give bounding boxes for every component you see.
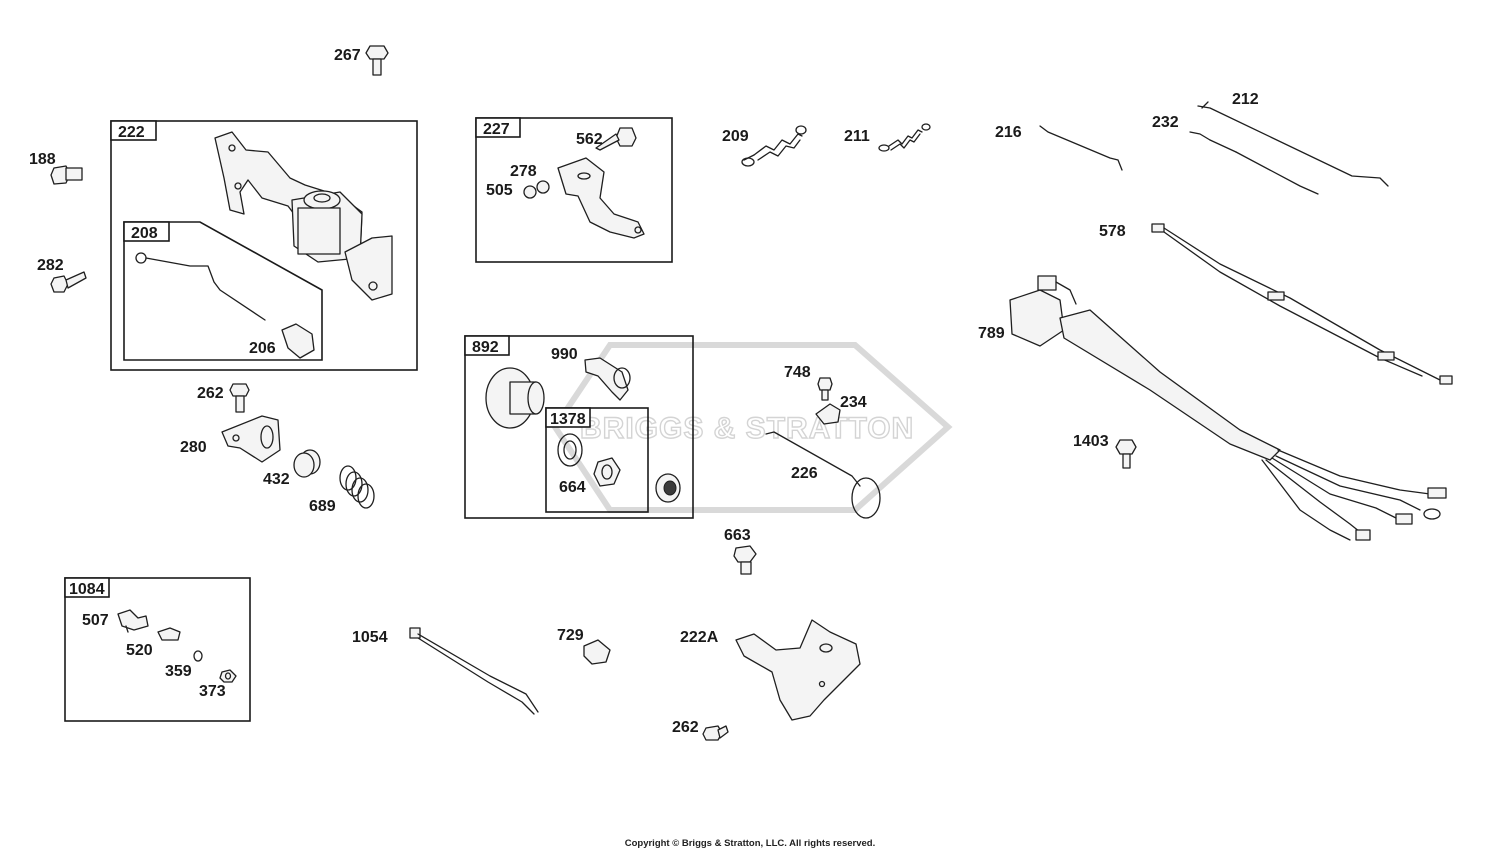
group-box-1378: 1378 <box>545 407 649 513</box>
callout-267: 267 <box>334 47 361 64</box>
spring-232-part <box>1189 131 1319 195</box>
wire-578-part <box>1151 223 1453 385</box>
callout-212: 212 <box>1232 91 1259 108</box>
callout-520: 520 <box>126 642 153 659</box>
bolt-262-part <box>229 383 250 413</box>
callout-262-lower: 262 <box>672 719 699 736</box>
callout-507: 507 <box>82 612 109 629</box>
cable-tie-1054-part <box>409 627 539 715</box>
watermark-logo: BRIGGS & STRATTON <box>551 342 953 513</box>
group-label-208: 208 <box>131 225 158 242</box>
nut-373-part <box>219 669 237 683</box>
callout-1054: 1054 <box>352 629 388 646</box>
callout-222A: 222A <box>680 629 719 646</box>
screw-748-part <box>817 377 833 401</box>
watermark-text: BRIGGS & STRATTON <box>580 412 914 445</box>
callout-282: 282 <box>37 257 64 274</box>
group-box-208: 208 <box>123 221 323 361</box>
cable-226-part <box>765 431 881 519</box>
spring-689-part <box>339 465 375 509</box>
group-label-892: 892 <box>472 339 499 356</box>
group-box-1084: 1084 <box>64 577 251 722</box>
bolt-663-part <box>733 545 757 575</box>
rod-216-part <box>1039 125 1123 171</box>
callout-689: 689 <box>309 498 336 515</box>
lock-washer-part <box>557 433 621 487</box>
callout-562: 562 <box>576 131 603 148</box>
callout-578: 578 <box>1099 223 1126 240</box>
callout-789: 789 <box>978 325 1005 342</box>
grommet-part <box>655 473 681 503</box>
callout-663: 663 <box>724 527 751 544</box>
clip-729-part <box>583 639 611 665</box>
callout-432: 432 <box>263 471 290 488</box>
bolt-267-part <box>365 45 389 76</box>
bushing-432-part <box>293 449 321 478</box>
callout-206: 206 <box>249 340 276 357</box>
bracket-222A-part <box>735 619 861 721</box>
terminal-520-part <box>157 627 181 641</box>
callout-1403: 1403 <box>1073 433 1109 450</box>
harness-789-part <box>1009 275 1447 541</box>
group-box-892: 892 <box>464 335 694 519</box>
control-bracket-part <box>214 131 393 301</box>
callout-232: 232 <box>1152 114 1179 131</box>
bracket-280-part <box>221 415 281 463</box>
group-label-1084: 1084 <box>69 581 105 598</box>
spring-211-part <box>878 123 931 152</box>
throttle-bracket-part <box>523 127 645 239</box>
switch-507-part <box>117 609 149 633</box>
callout-664: 664 <box>559 479 586 496</box>
ignition-switch-part <box>485 357 631 429</box>
group-label-222: 222 <box>118 124 145 141</box>
callout-211: 211 <box>844 128 870 145</box>
callout-209: 209 <box>722 128 749 145</box>
bolt-262-lower-part <box>702 725 729 741</box>
spring-209-part <box>741 125 807 167</box>
callout-729: 729 <box>557 627 584 644</box>
callout-280: 280 <box>180 439 207 456</box>
callout-226: 226 <box>791 465 818 482</box>
callout-373: 373 <box>199 683 226 700</box>
group-box-227: 227 <box>475 117 673 263</box>
callout-262-upper: 262 <box>197 385 224 402</box>
bolt-188-part <box>50 165 83 185</box>
callout-748: 748 <box>784 364 811 381</box>
callout-990: 990 <box>551 346 578 363</box>
callout-505: 505 <box>486 182 513 199</box>
bolt-282-part <box>50 271 87 293</box>
group-label-1378: 1378 <box>550 411 586 428</box>
callout-188: 188 <box>29 151 56 168</box>
callout-234: 234 <box>840 394 867 411</box>
copyright-notice: Copyright © Briggs & Stratton, LLC. All … <box>624 838 876 849</box>
clip-234-part <box>815 403 841 425</box>
bolt-1403-part <box>1115 439 1137 469</box>
link-rod-part <box>135 252 315 359</box>
rod-212-part <box>1197 101 1389 187</box>
group-label-227: 227 <box>483 121 510 138</box>
group-box-222: 222 <box>110 120 418 371</box>
callout-278: 278 <box>510 163 537 180</box>
callout-216: 216 <box>995 124 1022 141</box>
washer-359-part <box>193 650 203 662</box>
callout-359: 359 <box>165 663 192 680</box>
